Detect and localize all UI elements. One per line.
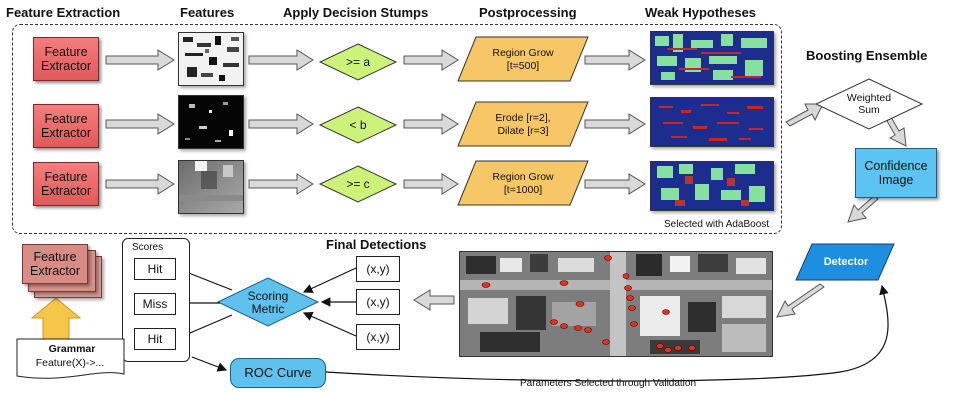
detector-shape xyxy=(795,243,895,281)
stump-diamonds xyxy=(318,43,398,203)
grammar-rule: Feature(X)->... xyxy=(35,357,105,369)
coord-box-1: (x,y) xyxy=(356,256,400,282)
selected-with-adaboost-note: Selected with AdaBoost xyxy=(664,219,770,230)
validation-note: Parameters Selected through Validation xyxy=(520,378,697,389)
header-boosting-ensemble: Boosting Ensemble xyxy=(806,48,928,63)
weighted-sum-diamond xyxy=(814,78,924,130)
scores-title: Scores xyxy=(132,242,164,253)
feature-image-2 xyxy=(178,95,244,149)
score-item-2: Miss xyxy=(134,293,176,315)
header-features: Features xyxy=(180,5,235,20)
stump-2-label: < b xyxy=(349,118,367,132)
stump-1-label: >= a xyxy=(345,55,371,69)
feature-image-1 xyxy=(178,32,244,86)
final-detection-image xyxy=(459,251,773,357)
coord-box-3: (x,y) xyxy=(356,324,400,350)
weak-learner-region xyxy=(12,24,782,234)
post-1-label: Region Grow[t=500] xyxy=(492,47,554,72)
grammar-up-arrow xyxy=(30,297,82,341)
header-feature-extraction: Feature Extraction xyxy=(6,5,121,20)
header-postprocessing: Postprocessing xyxy=(479,5,577,20)
header-weak-hypotheses: Weak Hypotheses xyxy=(645,5,757,20)
post-shapes xyxy=(457,36,589,206)
weak-hypothesis-2 xyxy=(650,97,774,147)
grammar-title: Grammar xyxy=(48,343,96,355)
weak-hypothesis-3 xyxy=(650,161,774,211)
scoring-metric-diamond xyxy=(216,277,320,327)
row-arrows xyxy=(30,49,907,341)
header-final-detections: Final Detections xyxy=(326,237,427,252)
weak-hypothesis-1 xyxy=(650,31,774,85)
coord-box-2: (x,y) xyxy=(356,289,400,315)
grammar-document xyxy=(16,338,125,379)
roc-curve-box: ROC Curve xyxy=(230,358,326,388)
post-3-label: Region Grow[t=1000] xyxy=(492,171,554,196)
feature-image-3 xyxy=(178,160,244,214)
score-item-3: Hit xyxy=(134,328,176,350)
post-2-label: Erode [r=2],Dilate [r=3] xyxy=(495,112,551,137)
detector-label: Detector xyxy=(823,256,869,268)
stump-3-label: >= c xyxy=(346,177,370,191)
score-item-1: Hit xyxy=(134,258,176,280)
header-apply-decision-stumps: Apply Decision Stumps xyxy=(283,5,429,20)
